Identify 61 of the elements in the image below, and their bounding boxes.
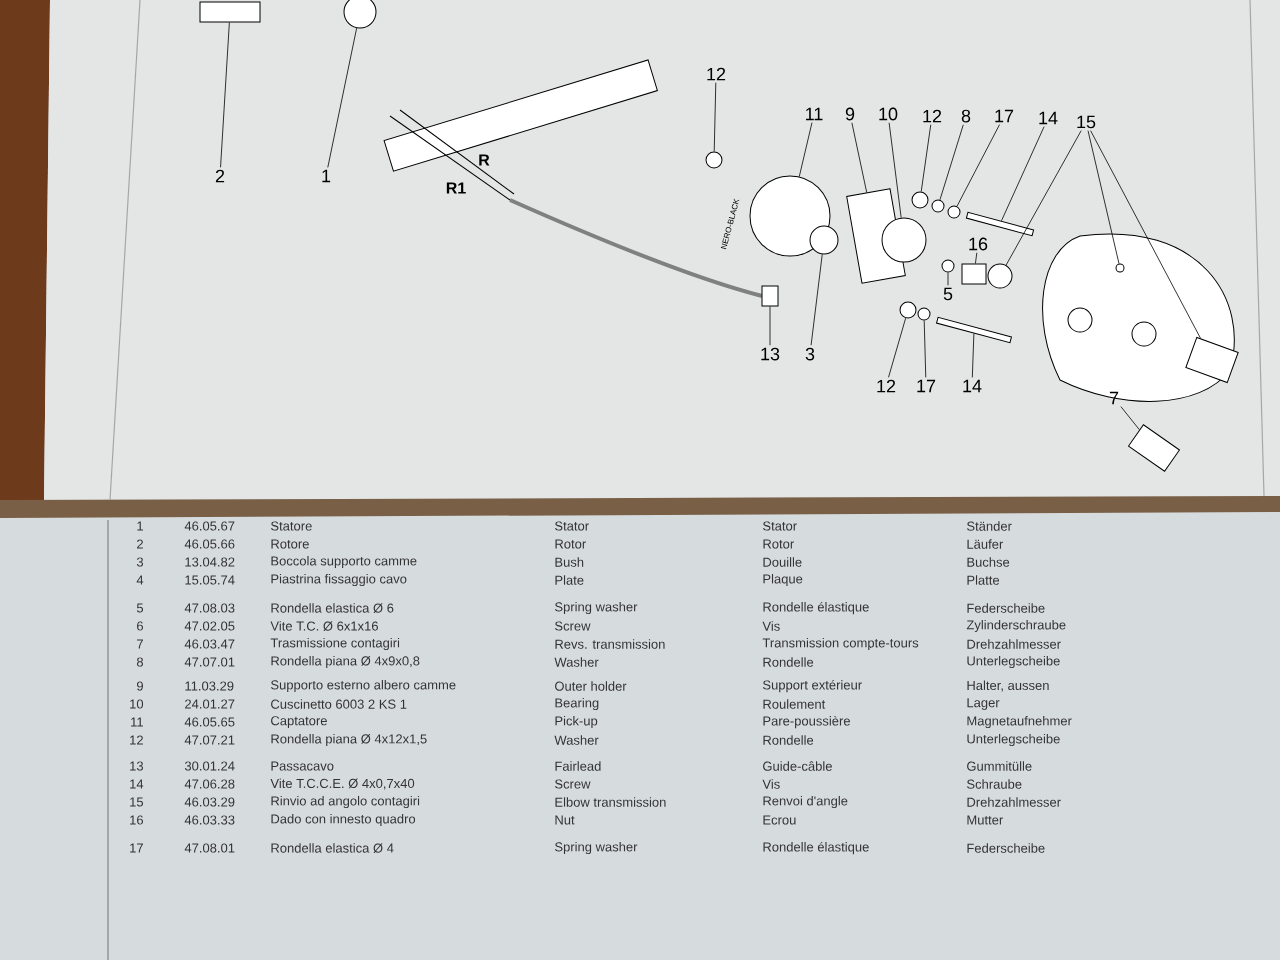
- callout-number: 3: [805, 347, 815, 361]
- leader-line: [888, 317, 907, 378]
- callout-number: 12: [923, 109, 942, 123]
- part-drawing: [911, 191, 929, 209]
- callout-number: 5: [943, 287, 953, 301]
- part-drawing: [1128, 424, 1180, 472]
- part-drawing: [199, 1, 261, 23]
- part-drawing: [961, 263, 987, 285]
- part-drawing: [809, 225, 839, 255]
- leader-line: [1087, 130, 1120, 264]
- callout-number: 17: [917, 379, 936, 393]
- part-drawing: [899, 301, 917, 319]
- part-drawing: [1115, 263, 1125, 273]
- part-drawing: [749, 175, 831, 257]
- part-drawing: [917, 307, 931, 321]
- part-drawing: [965, 211, 1035, 237]
- leader-line: [888, 122, 902, 219]
- leader-line: [971, 333, 975, 378]
- leader-line: [713, 82, 717, 152]
- leader-line: [1120, 406, 1140, 431]
- callout-number: 11: [806, 107, 823, 121]
- part-drawing: [881, 217, 927, 263]
- leader-line: [975, 252, 978, 264]
- leader-line: [1090, 130, 1201, 339]
- callout-number: 1: [322, 169, 331, 183]
- part-drawing: [941, 259, 955, 273]
- callout-number: 16: [969, 237, 988, 251]
- callout-number: 14: [1039, 111, 1058, 125]
- part-drawing: [947, 205, 961, 219]
- part-drawing: [705, 151, 723, 169]
- wire-label: R: [479, 154, 490, 166]
- part-drawing: [936, 316, 1012, 344]
- callout-number: 13: [761, 347, 780, 361]
- callout-number: 12: [707, 67, 726, 81]
- leader-line: [798, 122, 813, 177]
- callout-number: 9: [845, 107, 855, 121]
- leader-line: [769, 306, 771, 346]
- leader-line: [851, 122, 868, 193]
- leader-line: [220, 22, 230, 168]
- part-drawing: [931, 199, 945, 213]
- callout-number: 12: [877, 379, 896, 393]
- callout-number: 14: [963, 379, 982, 393]
- part-drawing: [761, 285, 779, 307]
- part-drawing: [343, 0, 377, 29]
- callout-number: 10: [879, 107, 898, 121]
- leader-line: [947, 272, 949, 286]
- part-drawing: [987, 263, 1013, 289]
- leader-line: [920, 124, 932, 192]
- leader-line: [810, 254, 823, 346]
- leader-line: [923, 320, 927, 378]
- leader-line: [956, 124, 1000, 207]
- part-drawing: [1185, 336, 1239, 384]
- leader-line: [327, 27, 358, 168]
- leader-line: [939, 124, 964, 201]
- wire-label: R1: [446, 182, 466, 194]
- leader-line: [1001, 126, 1045, 222]
- callout-number: 17: [995, 109, 1014, 123]
- leader-line: [1005, 130, 1082, 266]
- callout-number: 2: [215, 169, 225, 183]
- callout-number: 15: [1077, 115, 1096, 129]
- callout-number: 8: [961, 109, 971, 123]
